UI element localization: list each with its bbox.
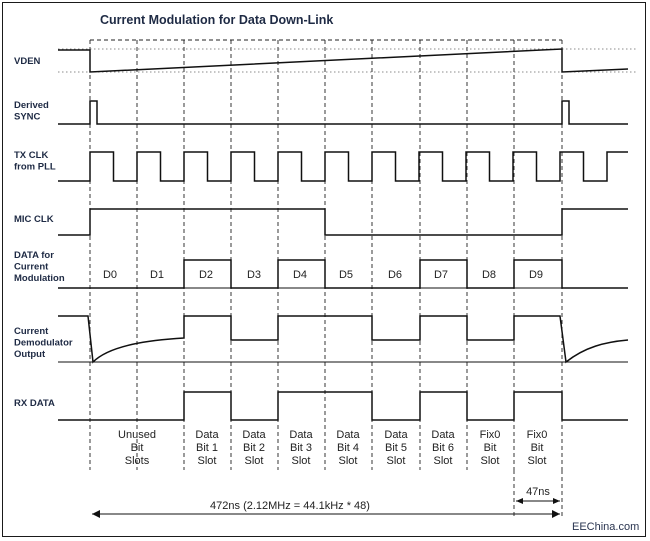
slot-label: Slot [528, 455, 547, 467]
signal-label-micclk: MIC CLK [14, 214, 54, 225]
slot-label: Slots [125, 455, 150, 467]
slot-label: Slot [481, 455, 500, 467]
signal-label-demod: Demodulator [14, 338, 73, 349]
data-bit-label: D1 [150, 269, 164, 281]
slot-label: Slot [292, 455, 311, 467]
vden-wave [58, 48, 629, 73]
slot-label: Slot [434, 455, 453, 467]
arrowhead-left [516, 498, 523, 504]
slot-label: Unused [118, 429, 156, 441]
signal-label-data: DATA for [14, 250, 54, 261]
arrowhead-right [553, 498, 560, 504]
signal-label-sync: Derived [14, 100, 49, 111]
waveforms [58, 48, 629, 421]
watermark: EEChina.com [572, 521, 639, 533]
signal-label-txclk: TX CLK [14, 150, 48, 161]
data-bit-labels: D0 D1 D2 D3 D4 D5 D6 D7 D8 D9 [103, 269, 543, 281]
total-dimension-text: 472ns (2.12MHz = 44.1kHz * 48) [210, 500, 370, 512]
signal-label-demod: Current [14, 326, 49, 337]
signal-label-rx: RX DATA [14, 398, 55, 409]
dimension-annotations: 472ns (2.12MHz = 44.1kHz * 48) 47ns [92, 470, 563, 518]
slot-label: Slot [339, 455, 358, 467]
slot-label: Data [384, 429, 408, 441]
slot-label: Data [289, 429, 313, 441]
slot-label: Bit 3 [290, 442, 312, 454]
arrowhead-right [552, 510, 560, 518]
data-bit-label: D3 [247, 269, 261, 281]
data-bit-label: D6 [388, 269, 402, 281]
diagram-title: Current Modulation for Data Down-Link [100, 13, 333, 27]
data-bit-label: D7 [434, 269, 448, 281]
slot-label: Fix0 [527, 429, 548, 441]
sync-wave [58, 100, 628, 125]
slot-label: Bit 4 [337, 442, 359, 454]
arrowhead-left [92, 510, 100, 518]
slot-label: Slot [198, 455, 217, 467]
data-bit-label: D9 [529, 269, 543, 281]
txclk-wave [58, 151, 628, 182]
demod-wave [58, 315, 629, 364]
slot-label: Fix0 [480, 429, 501, 441]
signal-label-vden: VDEN [14, 56, 41, 67]
data-bit-label: D8 [482, 269, 496, 281]
signal-label-demod: Output [14, 349, 46, 360]
micclk-wave [58, 208, 628, 236]
slot-label: Bit 2 [243, 442, 265, 454]
signal-label-data: Modulation [14, 273, 65, 284]
slot-label: Bit 5 [385, 442, 407, 454]
data-bit-label: D0 [103, 269, 117, 281]
slot-label: Bit 1 [196, 442, 218, 454]
slot-label: Bit [531, 442, 544, 454]
slot-label: Data [431, 429, 455, 441]
slot-label: Slot [245, 455, 264, 467]
slot-label: Slot [387, 455, 406, 467]
data-bit-label: D5 [339, 269, 353, 281]
slot-dimension-text: 47ns [526, 486, 550, 498]
slot-label: Bit [131, 442, 144, 454]
diagram-frame [2, 2, 646, 537]
slot-label: Data [242, 429, 266, 441]
slot-label: Bit [484, 442, 497, 454]
signal-label-sync: SYNC [14, 112, 41, 123]
signal-label-txclk: from PLL [14, 162, 56, 173]
data-bit-label: D2 [199, 269, 213, 281]
slot-label: Bit 6 [432, 442, 454, 454]
signal-label-data: Current [14, 262, 49, 273]
data-bit-label: D4 [293, 269, 307, 281]
slot-label: Data [195, 429, 219, 441]
slot-label: Data [336, 429, 360, 441]
rx-data-wave [58, 391, 628, 421]
slot-guide-lines [58, 39, 636, 470]
